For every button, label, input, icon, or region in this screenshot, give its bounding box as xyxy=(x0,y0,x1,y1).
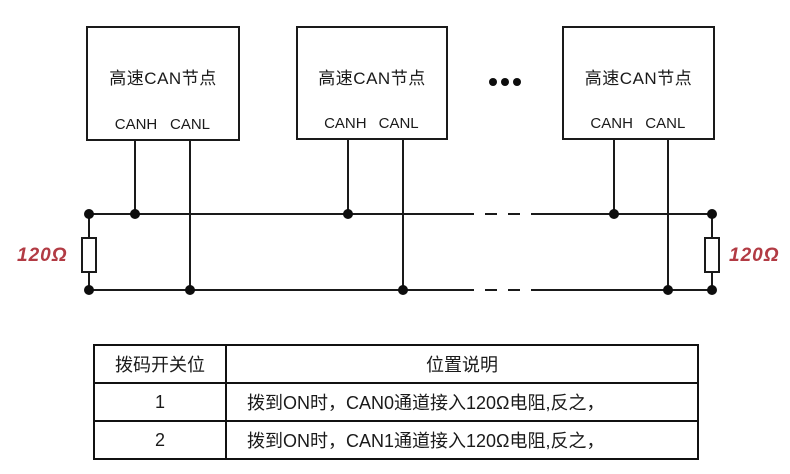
cell-desc: 拨到ON时，CAN0通道接入120Ω电阻,反之， xyxy=(225,382,699,422)
dip-switch-table: 拨码开关位 位置说明 1 拨到ON时，CAN0通道接入120Ω电阻,反之， 2 … xyxy=(93,344,699,460)
pin-label-canl: CANL xyxy=(645,115,686,132)
can-node-label: 高速CAN节点 xyxy=(318,69,426,88)
wire-node1-canh xyxy=(134,140,136,215)
junction-dot xyxy=(663,285,673,295)
resistor-left-label: 120Ω xyxy=(17,245,68,266)
can-node-box-1: 高速CAN节点 CANH CANL xyxy=(86,26,240,141)
pin-label-canl: CANL xyxy=(378,115,419,132)
cell-bit: 1 xyxy=(93,382,227,422)
wire-node2-canl xyxy=(402,139,404,291)
resistor-left xyxy=(81,237,97,273)
cell-bit: 2 xyxy=(93,420,227,460)
pin-label-canh: CANH xyxy=(114,116,158,133)
wire-node1-canl xyxy=(189,140,191,291)
pin-label-canh: CANH xyxy=(590,115,633,132)
resistor-right xyxy=(704,237,720,273)
can-node-box-3: 高速CAN节点 CANH CANL xyxy=(562,26,715,140)
junction-dot xyxy=(343,209,353,219)
junction-dot xyxy=(398,285,408,295)
header-position-desc: 位置说明 xyxy=(225,344,699,384)
header-switch-bit: 拨码开关位 xyxy=(93,344,227,384)
bus-canl-segment-dashed xyxy=(462,289,542,291)
wire-node3-canl xyxy=(667,139,669,291)
wire-node2-canh xyxy=(347,139,349,215)
more-nodes-ellipsis-icon xyxy=(489,78,521,86)
bus-canh-segment-left xyxy=(88,213,462,215)
can-node-label: 高速CAN节点 xyxy=(584,69,693,88)
table-row: 2 拨到ON时，CAN1通道接入120Ω电阻,反之， xyxy=(93,420,699,460)
wire-node3-canh xyxy=(613,139,615,215)
pin-label-canl: CANL xyxy=(169,116,210,133)
junction-dot xyxy=(185,285,195,295)
resistor-right-label: 120Ω xyxy=(729,245,780,266)
table-row: 1 拨到ON时，CAN0通道接入120Ω电阻,反之， xyxy=(93,382,699,422)
pin-label-canh: CANH xyxy=(324,115,367,132)
junction-dot xyxy=(707,285,717,295)
bus-canl-segment-right xyxy=(542,289,714,291)
cell-desc: 拨到ON时，CAN1通道接入120Ω电阻,反之， xyxy=(225,420,699,460)
junction-dot xyxy=(707,209,717,219)
junction-dot xyxy=(130,209,140,219)
junction-dot xyxy=(84,285,94,295)
can-node-box-2: 高速CAN节点 CANH CANL xyxy=(296,26,448,140)
table-header-row: 拨码开关位 位置说明 xyxy=(93,344,699,384)
junction-dot xyxy=(609,209,619,219)
bus-canh-segment-right xyxy=(542,213,714,215)
junction-dot xyxy=(84,209,94,219)
can-node-label: 高速CAN节点 xyxy=(109,69,217,88)
bus-canl-segment-left xyxy=(88,289,462,291)
bus-canh-segment-dashed xyxy=(462,213,542,215)
